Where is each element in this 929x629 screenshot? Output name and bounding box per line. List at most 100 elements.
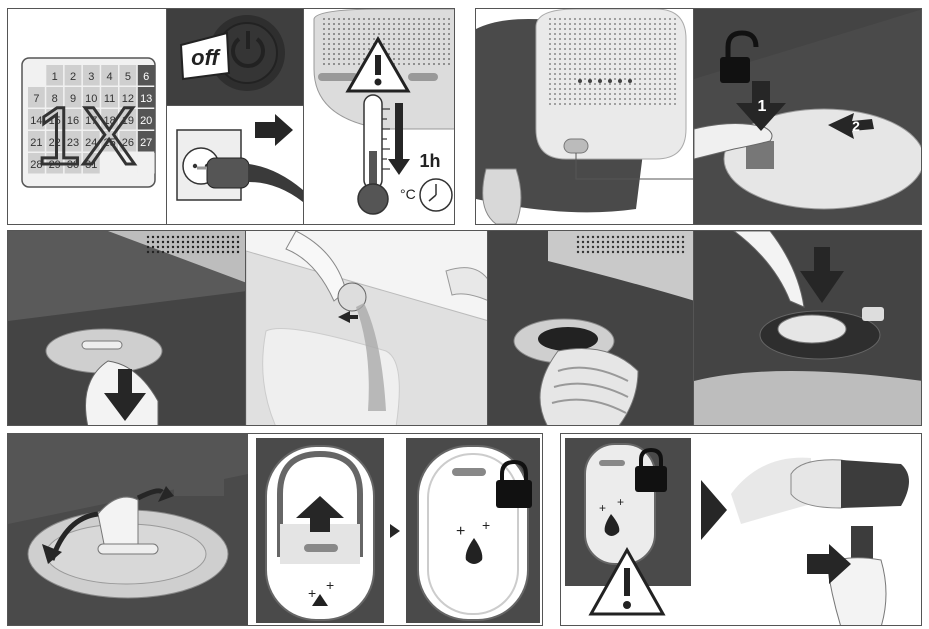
grille-hole [619, 88, 621, 90]
grille-hole [403, 18, 405, 20]
grille-hole [559, 83, 561, 85]
grille-hole [607, 251, 609, 253]
grille-hole [398, 23, 400, 25]
grille-hole [433, 38, 435, 40]
grille-hole [664, 48, 666, 50]
grille-hole [197, 241, 199, 243]
grille-hole [202, 251, 204, 253]
grille-hole [634, 73, 636, 75]
grille-hole [564, 23, 566, 25]
grille-hole [418, 18, 420, 20]
grille-hole [438, 28, 440, 30]
grille-hole [592, 251, 594, 253]
grille-hole [343, 63, 345, 65]
grille-hole [413, 38, 415, 40]
grille-hole [368, 33, 370, 35]
grille-hole [589, 63, 591, 65]
grille-hole [378, 33, 380, 35]
grille-hole [629, 18, 631, 20]
grille-hole [609, 53, 611, 55]
grille-hole [574, 98, 576, 100]
grille-hole [574, 88, 576, 90]
grille-hole [152, 251, 154, 253]
grille-hole [599, 33, 601, 35]
grille-hole [569, 63, 571, 65]
grille-hole [674, 43, 676, 45]
sparkle-icon: + [456, 523, 465, 540]
panel-open-reservoir [7, 230, 246, 426]
grille-hole [373, 28, 375, 30]
grille-hole [418, 28, 420, 30]
grille-hole [152, 246, 154, 248]
grille-hole [669, 28, 671, 30]
grille-hole [659, 33, 661, 35]
play-arrow-icon [390, 524, 400, 538]
grille-hole [659, 88, 661, 90]
grille-hole [443, 23, 445, 25]
grille-hole [177, 236, 179, 238]
grille-hole [599, 93, 601, 95]
calendar-day-label: 2 [70, 71, 76, 83]
grille-hole [348, 33, 350, 35]
grille-hole [619, 98, 621, 100]
grille-hole [614, 83, 616, 85]
grille-hole [443, 53, 445, 55]
grille-hole [323, 23, 325, 25]
grille-hole [674, 78, 676, 80]
grille-hole [584, 88, 586, 90]
grille-hole [443, 38, 445, 40]
grille-hole [549, 63, 551, 65]
grille-hole [637, 246, 639, 248]
grille-hole [594, 103, 596, 105]
grille-hole [594, 28, 596, 30]
grille-hole [629, 53, 631, 55]
grille-hole [674, 93, 676, 95]
grille-hole [654, 98, 656, 100]
grille-hole [398, 43, 400, 45]
grille-hole [599, 38, 601, 40]
grille-hole [408, 53, 410, 55]
grille-hole [589, 83, 591, 85]
grille-hole [584, 28, 586, 30]
grille-hole [604, 88, 606, 90]
grille-hole [222, 246, 224, 248]
grille-hole [599, 28, 601, 30]
grille-hole [393, 18, 395, 20]
grille-hole [639, 98, 641, 100]
grille-hole [569, 68, 571, 70]
grille-hole [584, 18, 586, 20]
grille-hole [343, 58, 345, 60]
grille-hole [597, 236, 599, 238]
lock-reservoir-illustration: + + + + [8, 434, 543, 626]
grille-hole [624, 53, 626, 55]
grille-hole [664, 43, 666, 45]
grille-hole [669, 103, 671, 105]
grille-hole [602, 246, 604, 248]
grille-hole [353, 63, 355, 65]
grille-hole [604, 78, 606, 80]
grille-hole [577, 251, 579, 253]
grille-hole [577, 236, 579, 238]
grille-hole [423, 33, 425, 35]
grille-hole [654, 88, 656, 90]
grille-hole [232, 236, 234, 238]
grille-hole [569, 103, 571, 105]
grille-hole [637, 251, 639, 253]
grille-hole [368, 38, 370, 40]
grille-hole [162, 246, 164, 248]
grille-hole [609, 23, 611, 25]
grille-hole [654, 103, 656, 105]
grille-hole [584, 23, 586, 25]
grille-hole [682, 241, 684, 243]
grille-hole [378, 18, 380, 20]
grille-hole [619, 48, 621, 50]
grille-hole [564, 28, 566, 30]
grille-hole [659, 98, 661, 100]
grille-hole [579, 53, 581, 55]
grille-hole [659, 23, 661, 25]
grille-hole [667, 236, 669, 238]
grille-hole [682, 246, 684, 248]
grille-hole [408, 33, 410, 35]
grille-hole [207, 251, 209, 253]
